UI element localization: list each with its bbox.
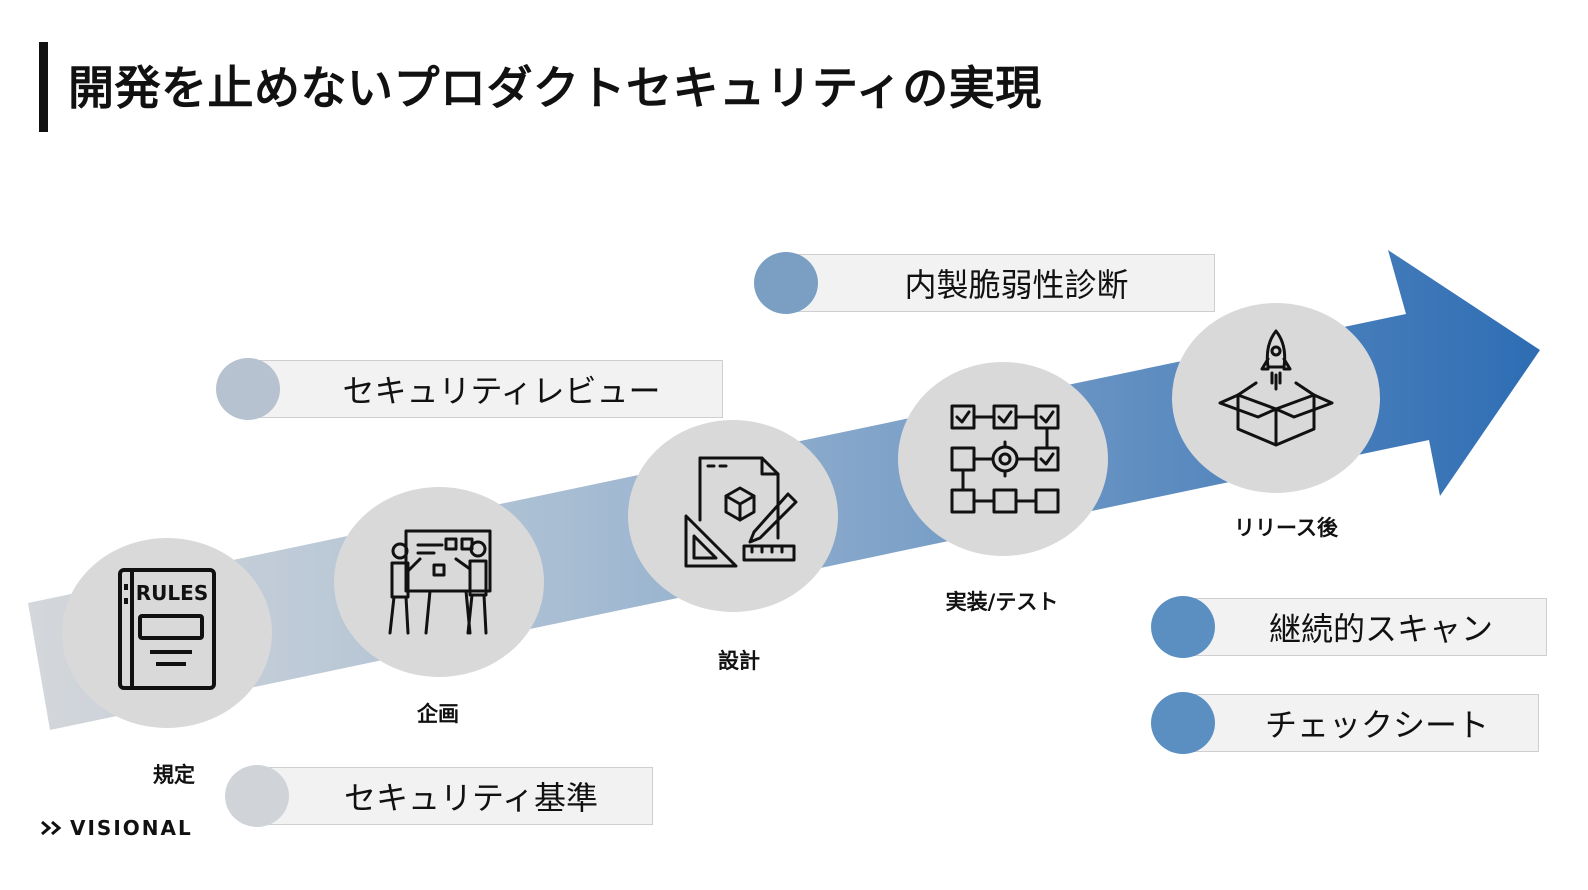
- implementation-workflow-icon: [950, 404, 1060, 514]
- tag-checklist-text: チェックシート: [1264, 706, 1489, 744]
- step-label-release: リリース後: [1234, 516, 1338, 540]
- visional-logo: VISIONAL: [40, 816, 193, 840]
- tag-security-standard: セキュリティ基準: [225, 765, 653, 827]
- tag-vuln-diagnosis-text: 内製脆弱性診断: [904, 266, 1129, 304]
- double-chevron-icon: [41, 820, 62, 836]
- tag-vuln-diagnosis: 内製脆弱性診断: [754, 252, 1215, 314]
- step-circle-implementation: [898, 362, 1108, 556]
- page-title: 開発を止めないプロダクトセキュリティの実現: [68, 61, 1042, 115]
- step-label-design: 設計: [718, 649, 760, 673]
- tag-continuous-scan-text: 継続的スキャン: [1268, 610, 1493, 648]
- step-label-planning: 企画: [417, 702, 459, 726]
- tag-continuous-scan: 継続的スキャン: [1151, 596, 1547, 658]
- logo-text: VISIONAL: [70, 816, 193, 840]
- step-circle-release: [1172, 303, 1380, 493]
- release-rocket-box-icon: [1218, 329, 1334, 447]
- planning-team-icon: [388, 529, 492, 635]
- title-accent-bar: [39, 42, 48, 132]
- tag-security-review-text: セキュリティレビュー: [342, 372, 661, 410]
- step-circle-design: [628, 420, 838, 612]
- tag-security-review: セキュリティレビュー: [216, 358, 723, 420]
- tag-security-standard-text: セキュリティ基準: [343, 779, 599, 817]
- step-circle-planning: [334, 487, 544, 677]
- rules-book-icon: RULES: [118, 568, 216, 690]
- tag-checklist: チェックシート: [1151, 692, 1539, 754]
- step-label-rules: 規定: [153, 763, 195, 787]
- design-blueprint-icon: [684, 456, 798, 568]
- step-circle-rules: RULES: [62, 538, 272, 728]
- step-label-implementation: 実装/テスト: [945, 590, 1059, 614]
- rules-icon-text: RULES: [136, 581, 208, 605]
